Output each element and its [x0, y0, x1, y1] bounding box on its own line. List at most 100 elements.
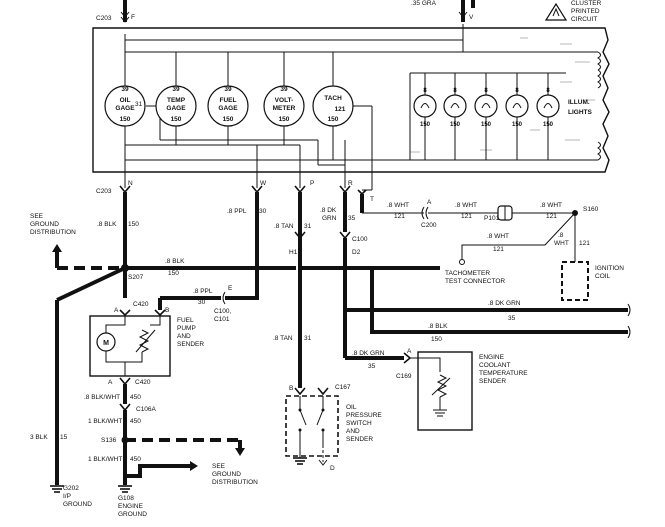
gauge-fuel-bottom: 150 [223, 116, 234, 123]
gauge-oil-bottom: 150 [120, 116, 131, 123]
gauge-tach-bottom: 150 [328, 116, 339, 123]
wire-blkwht-b-circuit: 450 [130, 418, 141, 425]
gauge-fuel: 39 FUEL GAGE 150 [207, 85, 249, 127]
ect-label-2: COOLANT [479, 362, 510, 369]
lamp-icon: 8 150 [413, 88, 437, 128]
gauge-tach-side: 121 [335, 106, 346, 113]
p101-label: P101 [484, 215, 500, 222]
wire-blk-h-label: .8 BLK [165, 258, 185, 265]
wire-dkgrn-right-circuit: 35 [508, 315, 516, 322]
ign-label-1: IGNITION [595, 265, 624, 272]
wire-blkwht-b: 1 BLK/WHT [88, 418, 122, 425]
c100-chevron [339, 231, 351, 240]
svg-text:150: 150 [543, 122, 554, 128]
pin-r-label: R [348, 180, 353, 187]
wire-dkgrn-lower-circuit: 35 [368, 363, 376, 370]
ops-pin-b: B [289, 385, 293, 392]
lamp-icon: 8 150 [443, 88, 467, 128]
fuel-pump-label-4: SENDER [177, 341, 204, 348]
g202-label-1: G202 [63, 485, 79, 492]
see-ground-b2: GROUND [212, 471, 241, 478]
connector-e [222, 291, 226, 305]
illum-label-2: LIGHTS [568, 109, 592, 116]
svg-text:8: 8 [484, 88, 488, 94]
illum-label-1: ILLUM. [568, 99, 590, 106]
ect-ground-icon [433, 409, 447, 417]
gauge-oil-line2: GAGE [115, 105, 135, 112]
wire-coil-label-a: .8 [558, 232, 564, 239]
wire-tach-test [461, 212, 576, 262]
legend-line-3: CIRCUIT [571, 16, 597, 23]
ops-label-4: AND [346, 428, 360, 435]
gauge-fuel-line2: GAGE [218, 105, 238, 112]
gauge-fuel-line1: FUEL [220, 97, 237, 104]
wire-dkgrn-label-a: .8 DK [320, 207, 337, 214]
ops-label-2: PRESSURE [346, 412, 382, 419]
wire-wht-label-b: .8 WHT [455, 202, 477, 209]
connector-f-chevron [120, 11, 130, 18]
svg-text:8: 8 [453, 88, 457, 94]
g108-ground-icon [118, 485, 132, 493]
c106a-label: C106A [136, 406, 157, 413]
wire-tach-label: .8 WHT [487, 233, 509, 240]
c420-bottom-label: C420 [135, 379, 151, 386]
ect-label-4: SENDER [479, 378, 506, 385]
wire-wht-circuit-b: 121 [461, 213, 472, 220]
ground-dist-arrow-icon [52, 244, 62, 252]
wire-wht-label-c: .8 WHT [540, 202, 562, 209]
wire-tan-label: .8 TAN [274, 223, 294, 230]
wire-ppl-h-circuit: 30 [198, 299, 206, 306]
gauge-temp-line2: GAGE [166, 105, 186, 112]
wire-blk-right [370, 268, 628, 334]
ground-dist-arrow-down-icon [235, 448, 245, 456]
c203-bottom-label: C203 [96, 188, 112, 195]
wire-wht-circuit-c: 121 [546, 213, 557, 220]
gauge-oil-top: 39 [121, 86, 129, 93]
sender-resistor-icon [138, 329, 150, 353]
gauge-volt-line2: METER [273, 105, 296, 112]
c200-label: C200 [421, 222, 437, 229]
gauge-volt-line1: VOLT- [275, 97, 294, 104]
fuel-pump-label-2: PUMP [177, 325, 196, 332]
wire-ppl-label: .8 PPL [227, 208, 247, 215]
c167-label: C167 [335, 384, 351, 391]
c100-c101-a: C100, [214, 308, 232, 315]
wire-dkgrn-lower-label: .8 DK GRN [352, 350, 385, 357]
s160-label: S160 [583, 206, 599, 213]
ops-pin-d: D [330, 465, 335, 472]
svg-text:8: 8 [546, 88, 550, 94]
svg-text:150: 150 [420, 122, 431, 128]
lamp-icon: 8 150 [536, 88, 560, 128]
wire-blkwht-a-circuit: 450 [130, 394, 141, 401]
wire-blk-right-label: .8 BLK [428, 323, 448, 330]
connector-v-chevron [458, 11, 468, 18]
svg-text:8: 8 [515, 88, 519, 94]
wire-blkwht-c: 1 BLK/WHT [88, 456, 122, 463]
wire-ppl-circuit: 30 [259, 208, 267, 215]
ignition-coil-box [561, 261, 589, 301]
wire-tach-circuit: 121 [493, 246, 504, 253]
c420-top-label: C420 [133, 301, 149, 308]
pin-t-label: T [370, 196, 374, 203]
pin-v-label: V [469, 14, 474, 21]
pin-n-label: N [128, 180, 133, 187]
legend-line-1: CLUSTER [571, 0, 602, 7]
oil-switch-contacts-icon [298, 396, 325, 445]
gauge-temp-top: 39 [172, 86, 180, 93]
wire-tan-lower-label: .8 TAN [273, 335, 293, 342]
c420-pin-a: A [114, 307, 119, 314]
ect-label-1: ENGINE [479, 354, 505, 361]
gauge-fuel-top: 39 [224, 86, 232, 93]
gauge-oil-side: 31 [135, 101, 143, 108]
c100-c101-b: C101 [214, 316, 230, 323]
wire-top-right-label: .35 GRA [411, 0, 437, 7]
gauge-temp: 39 TEMP GAGE 150 [155, 85, 197, 127]
wire-dkgrn-label-b: GRN [322, 215, 337, 222]
wire-dkgrn-circuit: 35 [348, 215, 356, 222]
gauge-volt-bottom: 150 [279, 116, 290, 123]
see-ground-b1: SEE [212, 463, 226, 470]
legend-line-2: PRINTED [571, 8, 600, 15]
motor-label: M [103, 340, 109, 347]
